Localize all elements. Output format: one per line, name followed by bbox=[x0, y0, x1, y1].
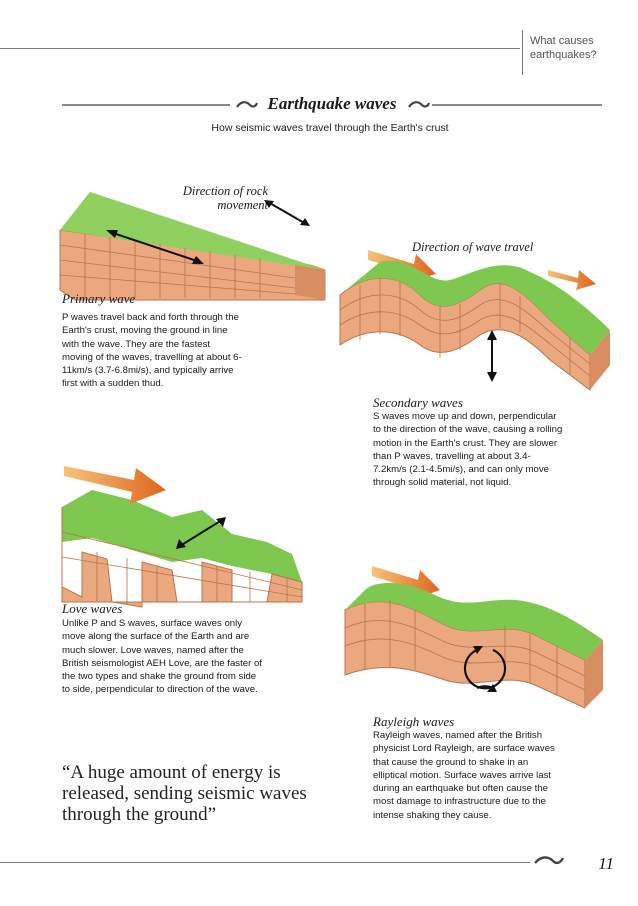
rock-movement-arrow-icon bbox=[264, 200, 310, 226]
primary-wave-block bbox=[59, 192, 326, 301]
section-label: What causes earthquakes? bbox=[530, 35, 597, 61]
rayleigh-wave-text: Rayleigh waves, named after the British … bbox=[373, 730, 555, 821]
page-title: Earthquake waves bbox=[267, 94, 397, 113]
footer-rule bbox=[0, 862, 530, 863]
love-wave-title: Love waves bbox=[62, 601, 123, 616]
secondary-wave-block bbox=[339, 260, 610, 391]
swirl-ornament-footer-icon bbox=[534, 856, 565, 865]
swirl-ornament-right-icon bbox=[408, 101, 431, 108]
love-wave-arrow-icon bbox=[64, 466, 166, 504]
header-rule bbox=[0, 48, 520, 49]
primary-wave-text: P waves travel back and forth through th… bbox=[62, 312, 242, 390]
page-number: 11 bbox=[598, 854, 614, 873]
secondary-wave-text: S waves move up and down, perpendicular … bbox=[373, 411, 563, 489]
title-rule-left bbox=[62, 104, 230, 106]
wave-travel-label: Direction of wave travel bbox=[412, 240, 534, 254]
pull-quote: “A huge amount of energy is released, se… bbox=[62, 762, 307, 825]
rayleigh-wave-title: Rayleigh waves bbox=[373, 714, 455, 729]
page-subtitle: How seismic waves travel through the Ear… bbox=[211, 122, 449, 134]
primary-wave-title: Primary wave bbox=[62, 291, 136, 306]
love-wave-block bbox=[61, 490, 303, 608]
rayleigh-wave-block bbox=[344, 583, 603, 709]
wave-travel-arrow-small-icon bbox=[548, 270, 596, 290]
rock-movement-label: Direction of rock movement bbox=[182, 184, 268, 212]
secondary-wave-title: Secondary waves bbox=[373, 395, 463, 410]
swirl-ornament-left-icon bbox=[236, 101, 259, 108]
love-wave-text: Unlike P and S waves, surface waves only… bbox=[62, 618, 262, 696]
header-divider bbox=[522, 30, 523, 75]
title-rule-right bbox=[432, 104, 602, 106]
